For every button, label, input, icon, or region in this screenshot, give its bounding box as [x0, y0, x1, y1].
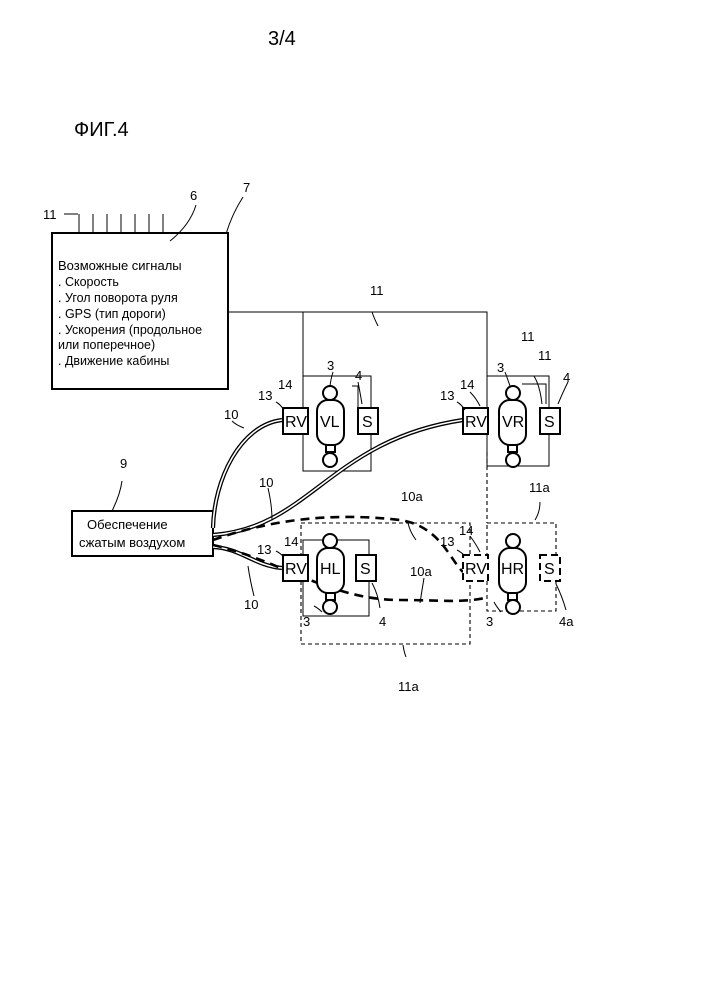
- leader-4-vl: [358, 382, 362, 404]
- ref-11-vr-a: 11: [521, 329, 535, 344]
- ref-7: 7: [243, 180, 250, 195]
- spring-bottom-hl: [323, 600, 337, 614]
- air-spring-hr-label: HR: [501, 561, 524, 578]
- ref-13-hr: 13: [440, 534, 454, 549]
- signal-item: . Ускорения (продольное: [58, 323, 202, 337]
- spring-top-vl: [323, 386, 337, 400]
- leader-4-vr: [558, 382, 568, 404]
- spring-top-vr: [506, 386, 520, 400]
- leader-11a-right: [535, 502, 540, 520]
- ref-4-hl: 4: [379, 614, 386, 629]
- ref-6: 6: [190, 188, 197, 203]
- leader-10-b: [268, 488, 272, 520]
- ref-13-vl: 13: [258, 388, 272, 403]
- signal-item: . Угол поворота руля: [58, 291, 178, 305]
- leader-13-vr: [457, 402, 465, 410]
- signal-wire-vr: [228, 312, 487, 376]
- ref-4-vl: 4: [355, 368, 362, 383]
- ref-10-b: 10: [259, 475, 273, 490]
- sensor-s-vl-label: S: [362, 414, 373, 431]
- vl-s-link: [352, 386, 358, 408]
- unit-hr: RV HR S: [457, 534, 566, 614]
- signal-item: . Скорость: [58, 275, 119, 289]
- leader-3-vl: [330, 372, 333, 386]
- spring-neck-hl: [326, 593, 335, 600]
- ref-13-hl: 13: [257, 542, 271, 557]
- spring-top-hl: [323, 534, 337, 548]
- leader-7: [226, 197, 243, 234]
- ref-14-hr: 14: [459, 523, 473, 538]
- leader-11-mid: [372, 312, 378, 326]
- controller-unit: Возможные сигналы . Скорость . Угол пово…: [52, 197, 243, 389]
- signal-item: или поперечное): [58, 338, 155, 352]
- ref-10-a: 10: [224, 407, 238, 422]
- leader-10a-a: [408, 523, 416, 540]
- leader-11a-bottom: [403, 645, 406, 657]
- spring-neck-vl: [326, 445, 335, 452]
- spring-bottom-vl: [323, 453, 337, 467]
- leader-11-vr: [534, 376, 542, 404]
- spring-neck-vr: [508, 445, 517, 452]
- ref-14-hl: 14: [284, 534, 298, 549]
- air-supply-unit: Обеспечение сжатым воздухом: [72, 481, 213, 556]
- figure-title: ФИГ.4: [74, 119, 129, 141]
- valve-rv-vl-label: RV: [285, 414, 307, 431]
- leader-10-a: [232, 421, 244, 428]
- sensor-s-hr-label: S: [544, 561, 555, 578]
- ref-4-vr: 4: [563, 370, 570, 385]
- sensor-s-vr-label: S: [544, 414, 555, 431]
- ref-11a-right: 11a: [529, 480, 550, 495]
- vr-s-link-a: [522, 384, 546, 404]
- leader-9: [112, 481, 122, 511]
- spring-top-hr: [506, 534, 520, 548]
- ref-14-vr: 14: [460, 377, 474, 392]
- signals-heading: Возможные сигналы: [58, 258, 182, 273]
- valve-rv-vr-label: RV: [465, 414, 487, 431]
- leader-13-vl: [276, 402, 284, 410]
- ref-4a: 4a: [559, 614, 574, 629]
- air-spring-vl-label: VL: [320, 414, 340, 431]
- air-supply-line1: Обеспечение: [87, 517, 168, 532]
- leader-13-hr: [457, 550, 465, 556]
- leader-14-vr: [470, 392, 480, 406]
- leader-10-c: [248, 566, 254, 596]
- sensor-s-hl-label: S: [360, 561, 371, 578]
- leader-3-vr: [505, 372, 510, 386]
- air-spring-hl-label: HL: [320, 561, 341, 578]
- ref-10a-a: 10a: [401, 489, 423, 504]
- ref-13-vr: 13: [440, 388, 454, 403]
- leader-4-hl: [372, 583, 380, 608]
- ref-11-mid: 11: [370, 283, 384, 298]
- leader-4a: [556, 584, 566, 610]
- valve-rv-hl-label: RV: [285, 561, 307, 578]
- ref-11a-bottom: 11a: [398, 679, 419, 694]
- ref-10-c: 10: [244, 597, 258, 612]
- spring-neck-hr: [508, 593, 517, 600]
- ref-3-vl: 3: [327, 358, 334, 373]
- ref-3-vr: 3: [497, 360, 504, 375]
- spring-bottom-vr: [506, 453, 520, 467]
- spring-bottom-hr: [506, 600, 520, 614]
- ref-3-hr: 3: [486, 614, 493, 629]
- air-supply-line2: сжатым воздухом: [79, 535, 185, 550]
- hose-optional-hr-b: [213, 545, 485, 601]
- ref-9: 9: [120, 456, 127, 471]
- signal-item: . Движение кабины: [58, 354, 169, 368]
- leader-14-hr: [470, 536, 480, 552]
- page-number: 3/4: [268, 28, 296, 50]
- air-hoses: [213, 420, 485, 603]
- ref-11-top: 11: [43, 207, 57, 222]
- valve-rv-hr-label: RV: [465, 561, 487, 578]
- ref-11-vr-b: 11: [538, 348, 552, 363]
- signal-item: . GPS (тип дороги): [58, 307, 166, 321]
- leader-3-hl: [314, 606, 322, 612]
- ref-3-hl: 3: [303, 614, 310, 629]
- ref-10a-b: 10a: [410, 564, 432, 579]
- ref-14-vl: 14: [278, 377, 292, 392]
- air-spring-vr-label: VR: [502, 414, 524, 431]
